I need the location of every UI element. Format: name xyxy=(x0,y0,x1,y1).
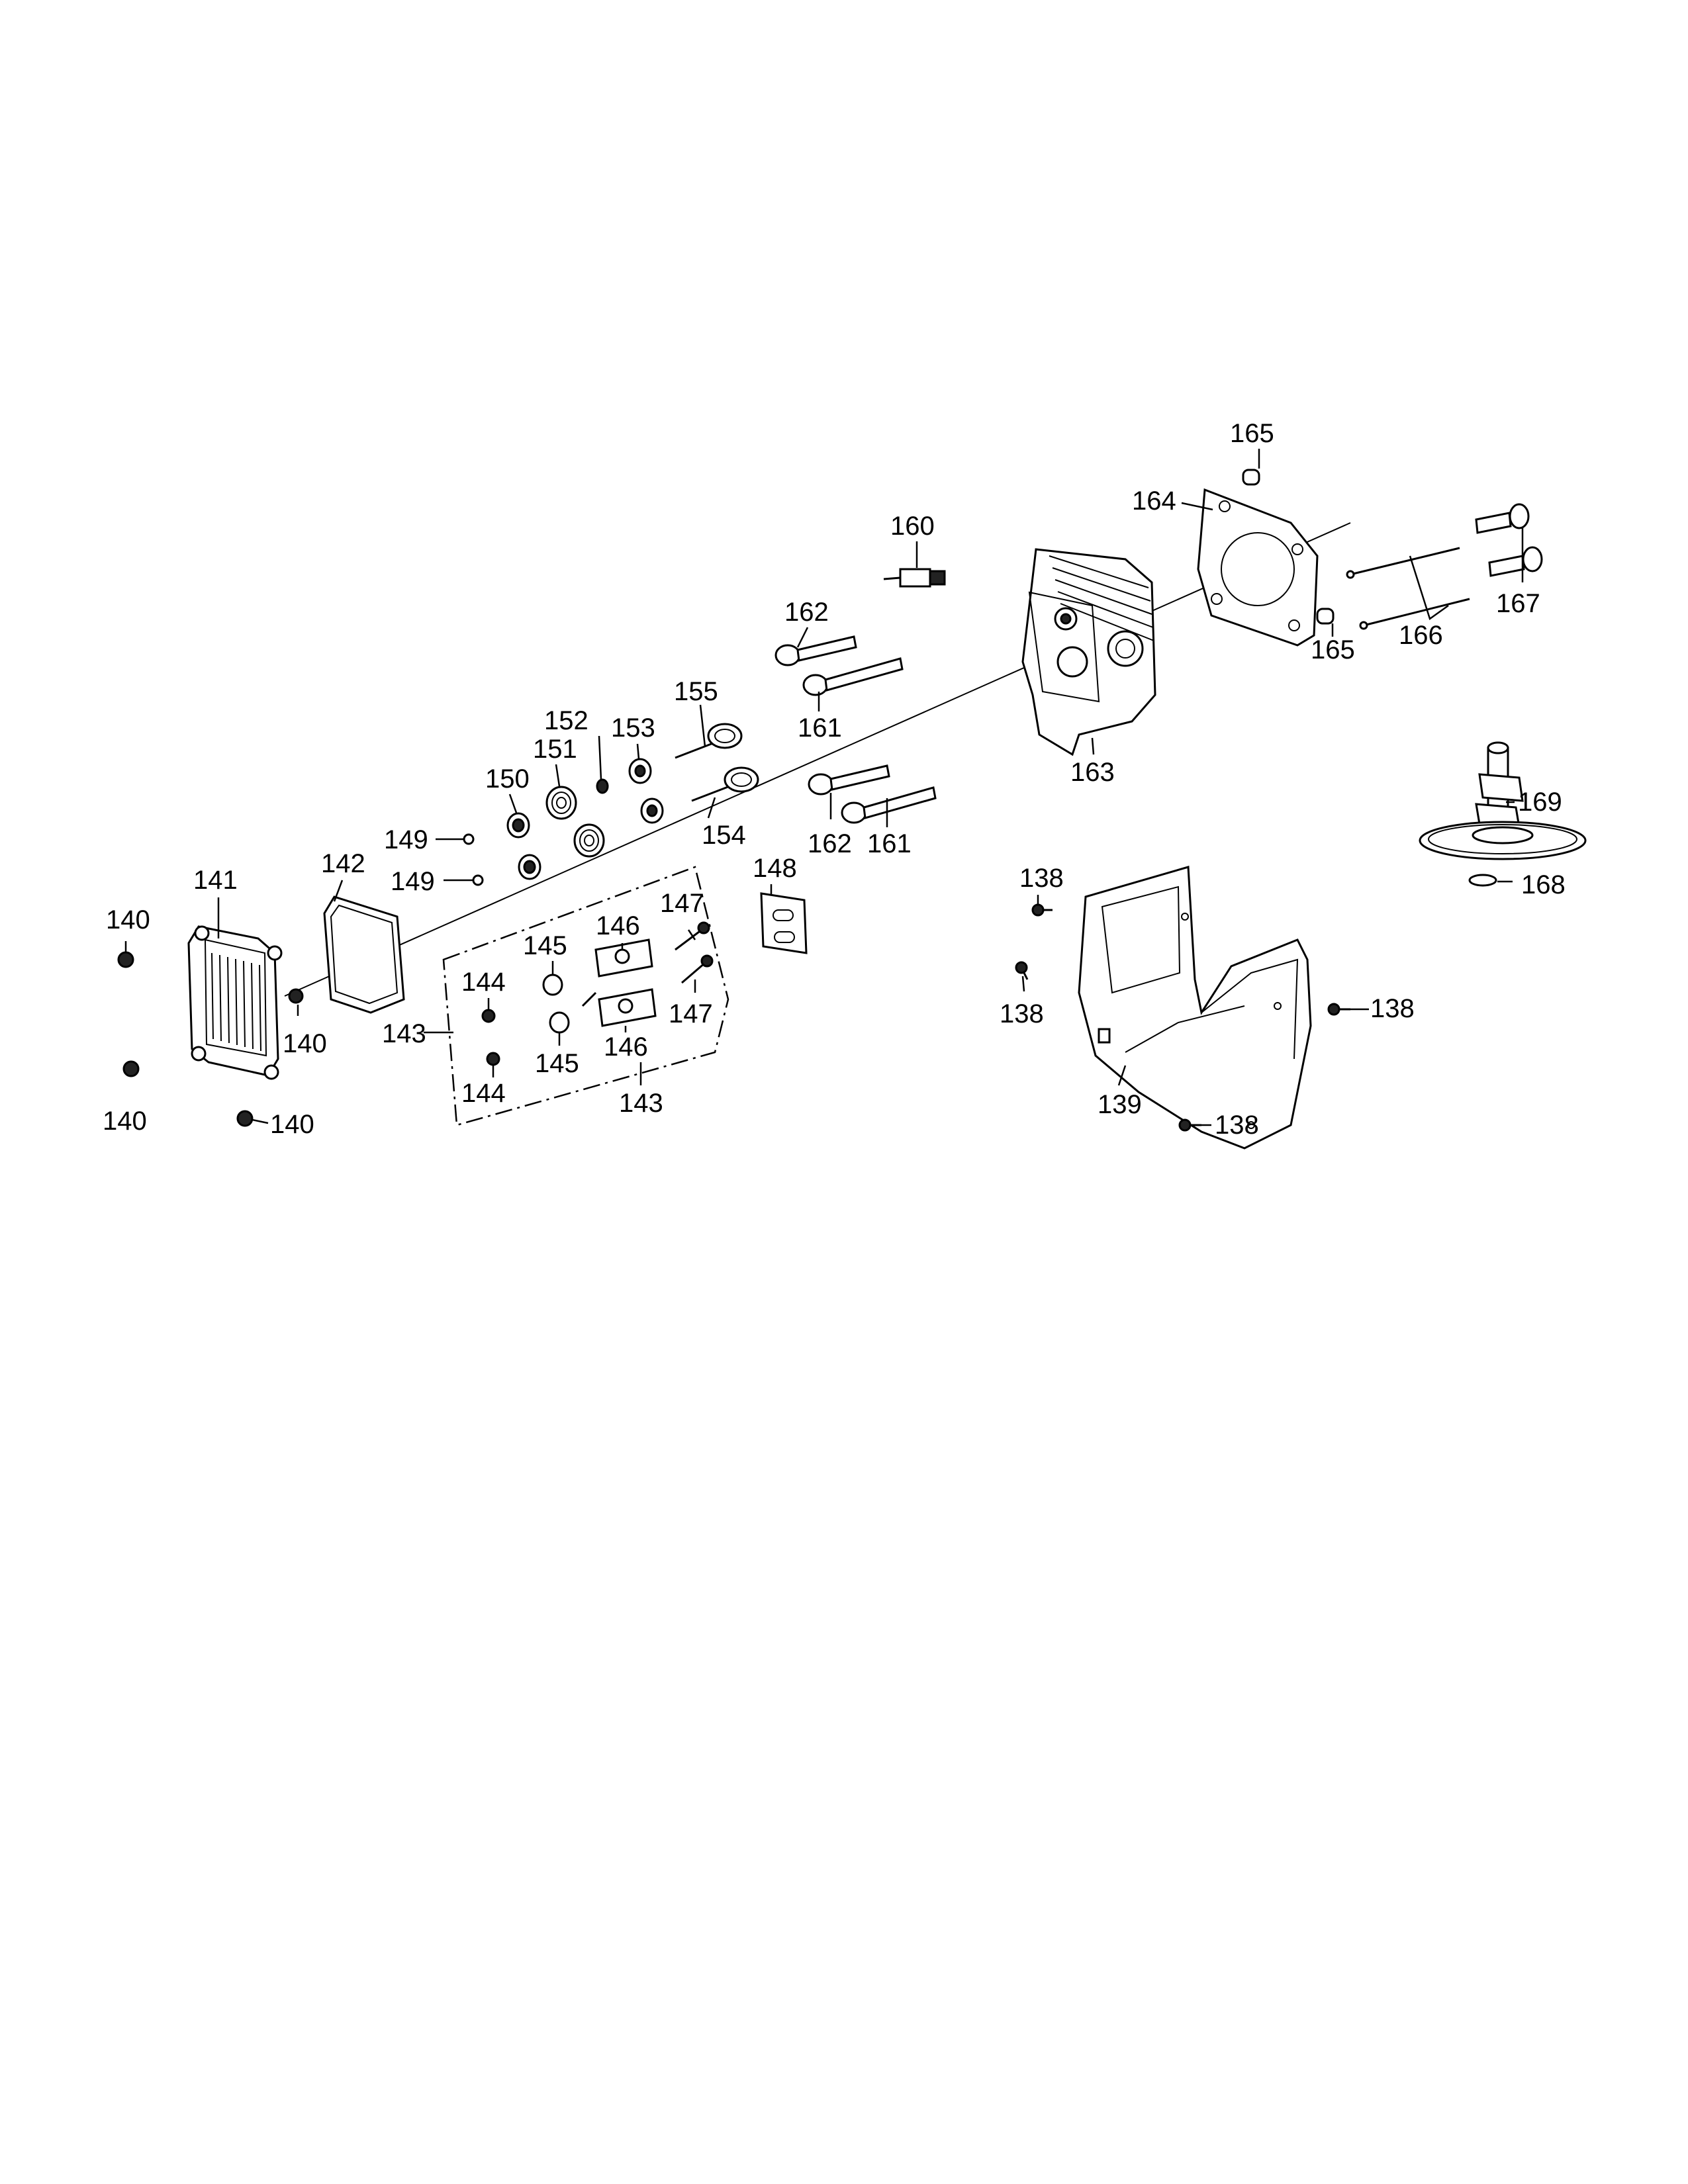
leader-lines xyxy=(124,449,1524,1126)
callout-164: 164 xyxy=(1132,486,1176,516)
shroud-screw-138 xyxy=(1015,903,1350,1132)
callout-143b: 143 xyxy=(619,1089,663,1118)
pin-149b xyxy=(472,874,484,886)
rocker-pivot-145 xyxy=(542,974,570,1034)
callout-138c: 138 xyxy=(1370,994,1415,1023)
head-bolt-161b xyxy=(841,786,937,824)
callout-150: 150 xyxy=(485,764,530,794)
dowel-pin-165 xyxy=(1242,469,1335,625)
callout-153: 153 xyxy=(611,713,655,743)
callout-165b: 165 xyxy=(1311,635,1355,664)
callout-147b: 147 xyxy=(669,999,713,1028)
callout-140c: 140 xyxy=(103,1107,147,1136)
callout-labels: 138 138 138 138 139 140 140 140 140 141 … xyxy=(103,419,1566,1140)
head-bolt-162a xyxy=(774,635,857,666)
callout-140b: 140 xyxy=(283,1029,327,1058)
callout-149a: 149 xyxy=(384,825,428,854)
shroud-139 xyxy=(1078,866,1312,1150)
callout-155: 155 xyxy=(674,677,718,706)
callout-151: 151 xyxy=(533,735,577,764)
callout-138d: 138 xyxy=(1215,1111,1259,1140)
cylinder-head-163 xyxy=(1021,548,1156,756)
callout-141: 141 xyxy=(193,866,238,895)
spark-plug-160 xyxy=(883,568,946,588)
callout-146a: 146 xyxy=(596,911,640,940)
rocker-arm-146a xyxy=(594,938,653,978)
callout-152: 152 xyxy=(544,706,588,735)
callout-142: 142 xyxy=(321,849,365,878)
cover-bolt-140 xyxy=(117,951,304,1127)
valve-keeper-152 xyxy=(596,778,609,794)
callout-140a: 140 xyxy=(106,905,150,934)
callout-163: 163 xyxy=(1070,758,1115,787)
callout-161b: 161 xyxy=(867,829,912,858)
callout-143a: 143 xyxy=(382,1019,426,1048)
valve-retainers-150 xyxy=(506,812,541,880)
valve-cover-141 xyxy=(187,925,283,1080)
callout-167: 167 xyxy=(1496,589,1540,618)
valve-seals-153 xyxy=(628,758,664,824)
callout-165a: 165 xyxy=(1230,419,1274,448)
rocker-arm-146b xyxy=(598,988,657,1027)
callout-149b: 149 xyxy=(391,867,435,896)
pin-149a xyxy=(463,833,475,845)
callout-138b: 138 xyxy=(1000,999,1044,1028)
callout-168: 168 xyxy=(1521,870,1566,899)
callout-169: 169 xyxy=(1518,788,1562,817)
camshaft-169 xyxy=(1419,741,1587,860)
callout-162a: 162 xyxy=(784,598,829,627)
callout-138a: 138 xyxy=(1019,864,1064,893)
push-rods-leader xyxy=(1409,555,1449,621)
callout-144b: 144 xyxy=(461,1079,506,1108)
callout-148: 148 xyxy=(753,854,797,883)
callout-161a: 161 xyxy=(798,713,842,743)
valve-155 xyxy=(675,723,743,759)
head-bolt-161a xyxy=(802,657,904,696)
rocker-nut-144 xyxy=(481,1009,500,1066)
callout-145b: 145 xyxy=(535,1049,579,1078)
cover-gasket-142 xyxy=(323,895,405,1014)
callout-154: 154 xyxy=(702,821,746,850)
head-gasket-164 xyxy=(1197,488,1319,647)
valve-springs-151 xyxy=(545,786,605,858)
rocker-kit-outline-143 xyxy=(442,866,729,1126)
callout-144a: 144 xyxy=(461,968,506,997)
tappets-167 xyxy=(1475,503,1543,577)
callout-166: 166 xyxy=(1399,621,1443,650)
callout-147a: 147 xyxy=(660,889,704,918)
callout-139: 139 xyxy=(1098,1090,1142,1119)
rocker-bolt-147 xyxy=(675,921,714,984)
callout-140d: 140 xyxy=(270,1110,314,1139)
valve-154 xyxy=(691,766,759,802)
camshaft-washer-168 xyxy=(1468,874,1497,887)
callout-162b: 162 xyxy=(808,829,852,858)
assembly-axis-line xyxy=(284,522,1351,997)
guide-plate-148 xyxy=(760,892,808,954)
cover-gasket-inner xyxy=(330,904,399,1005)
callout-146b: 146 xyxy=(604,1032,648,1062)
callout-145a: 145 xyxy=(523,931,567,960)
head-bolt-162b xyxy=(808,764,890,796)
callout-160: 160 xyxy=(890,512,935,541)
push-rod-guide xyxy=(581,991,597,1007)
push-rods-166 xyxy=(1346,547,1470,630)
